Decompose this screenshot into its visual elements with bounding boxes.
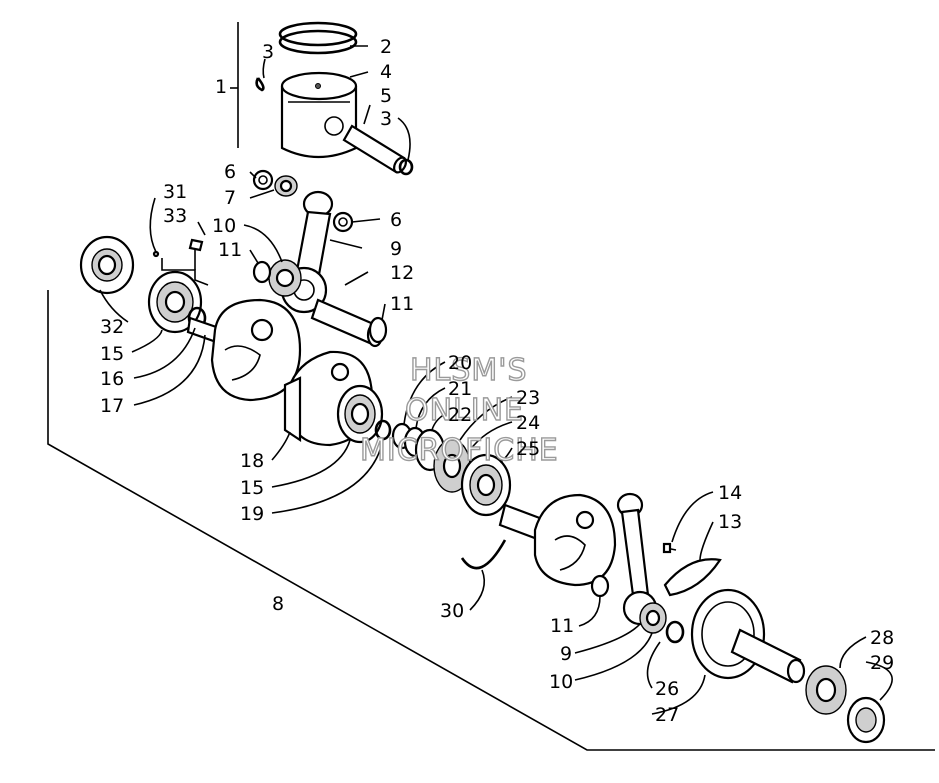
callout-15a: 15 <box>100 343 124 365</box>
callout-8: 8 <box>272 593 284 615</box>
thrust-washer-6b <box>332 211 354 233</box>
watermark-line3: MICROFICHE <box>360 433 559 468</box>
spacer-stack-20-24 <box>391 422 471 493</box>
callout-18: 18 <box>240 450 264 472</box>
callout-32: 32 <box>100 316 124 338</box>
callout-3a: 3 <box>262 41 274 63</box>
callout-33: 33 <box>163 205 187 227</box>
callout-16: 16 <box>100 368 124 390</box>
watermark: HLSM'S ONLINE MICROFICHE <box>359 352 559 468</box>
watermark-line2: ONLINE <box>405 393 524 428</box>
callout-6b: 6 <box>390 209 402 231</box>
right-crank-half <box>498 493 617 587</box>
snap-ring-30 <box>460 539 507 570</box>
callout-29: 29 <box>870 652 894 674</box>
callout-22: 22 <box>448 404 472 426</box>
callout-19: 19 <box>240 503 264 525</box>
callout-23: 23 <box>516 387 540 409</box>
callout-9a: 9 <box>390 238 402 260</box>
callout-11a: 11 <box>218 239 242 261</box>
main-bearing-15b <box>336 384 384 444</box>
seal-ring-19 <box>374 419 392 441</box>
output-crank-27 <box>690 588 806 684</box>
callout-30: 30 <box>440 600 464 622</box>
callout-14: 14 <box>718 482 742 504</box>
assembly-bracket-8 <box>47 290 935 751</box>
callout-20: 20 <box>448 352 472 374</box>
woodruff-key-13 <box>663 558 722 597</box>
callout-labels: 1 2 3 3 4 5 6 6 7 8 9 9 10 10 11 11 11 1… <box>100 36 894 726</box>
callout-13: 13 <box>718 511 742 533</box>
leader-lines <box>99 45 893 715</box>
callout-5: 5 <box>380 85 392 107</box>
oil-seal-32 <box>79 235 135 295</box>
oil-seal-29 <box>846 696 886 744</box>
left-crank-half <box>186 298 302 402</box>
callout-31: 31 <box>163 181 187 203</box>
callout-24: 24 <box>516 412 540 434</box>
callout-17: 17 <box>100 395 124 417</box>
washer-11b <box>368 316 388 344</box>
callout-25: 25 <box>516 438 540 460</box>
callout-2: 2 <box>380 36 392 58</box>
crank-bearing-10 <box>268 259 302 297</box>
washer-26 <box>665 620 685 644</box>
callout-9b: 9 <box>560 643 572 665</box>
callout-6a: 6 <box>224 161 236 183</box>
piston-bracket-1 <box>230 22 239 148</box>
small-pin-31 <box>152 250 160 258</box>
callout-12: 12 <box>390 262 414 284</box>
washer-11a <box>252 260 272 284</box>
callout-15b: 15 <box>240 477 264 499</box>
callout-1: 1 <box>215 76 227 98</box>
callout-28: 28 <box>870 627 894 649</box>
circlip-left <box>255 77 265 92</box>
needle-bearing-28 <box>805 665 847 715</box>
washer-11c <box>590 574 610 598</box>
callout-27: 27 <box>655 704 679 726</box>
crank-bearing-10b <box>639 602 667 634</box>
callout-21: 21 <box>448 378 472 400</box>
callout-11b: 11 <box>390 293 414 315</box>
callout-3b: 3 <box>380 108 392 130</box>
pin-14 <box>662 542 677 554</box>
callout-26: 26 <box>655 678 679 700</box>
upper-thrust-washer-6 <box>252 169 274 191</box>
key-33 <box>188 238 204 252</box>
watermark-line1: HLSM'S <box>410 353 528 388</box>
bearing-25 <box>460 453 512 517</box>
needle-bearing-7 <box>274 175 298 197</box>
callout-10a: 10 <box>212 215 236 237</box>
callout-4: 4 <box>380 61 392 83</box>
callout-7: 7 <box>224 187 236 209</box>
circlip-right <box>398 158 414 176</box>
piston-part <box>280 71 358 158</box>
piston-rings-part <box>278 21 358 55</box>
callout-10b: 10 <box>549 671 573 693</box>
callout-11c: 11 <box>550 615 574 637</box>
